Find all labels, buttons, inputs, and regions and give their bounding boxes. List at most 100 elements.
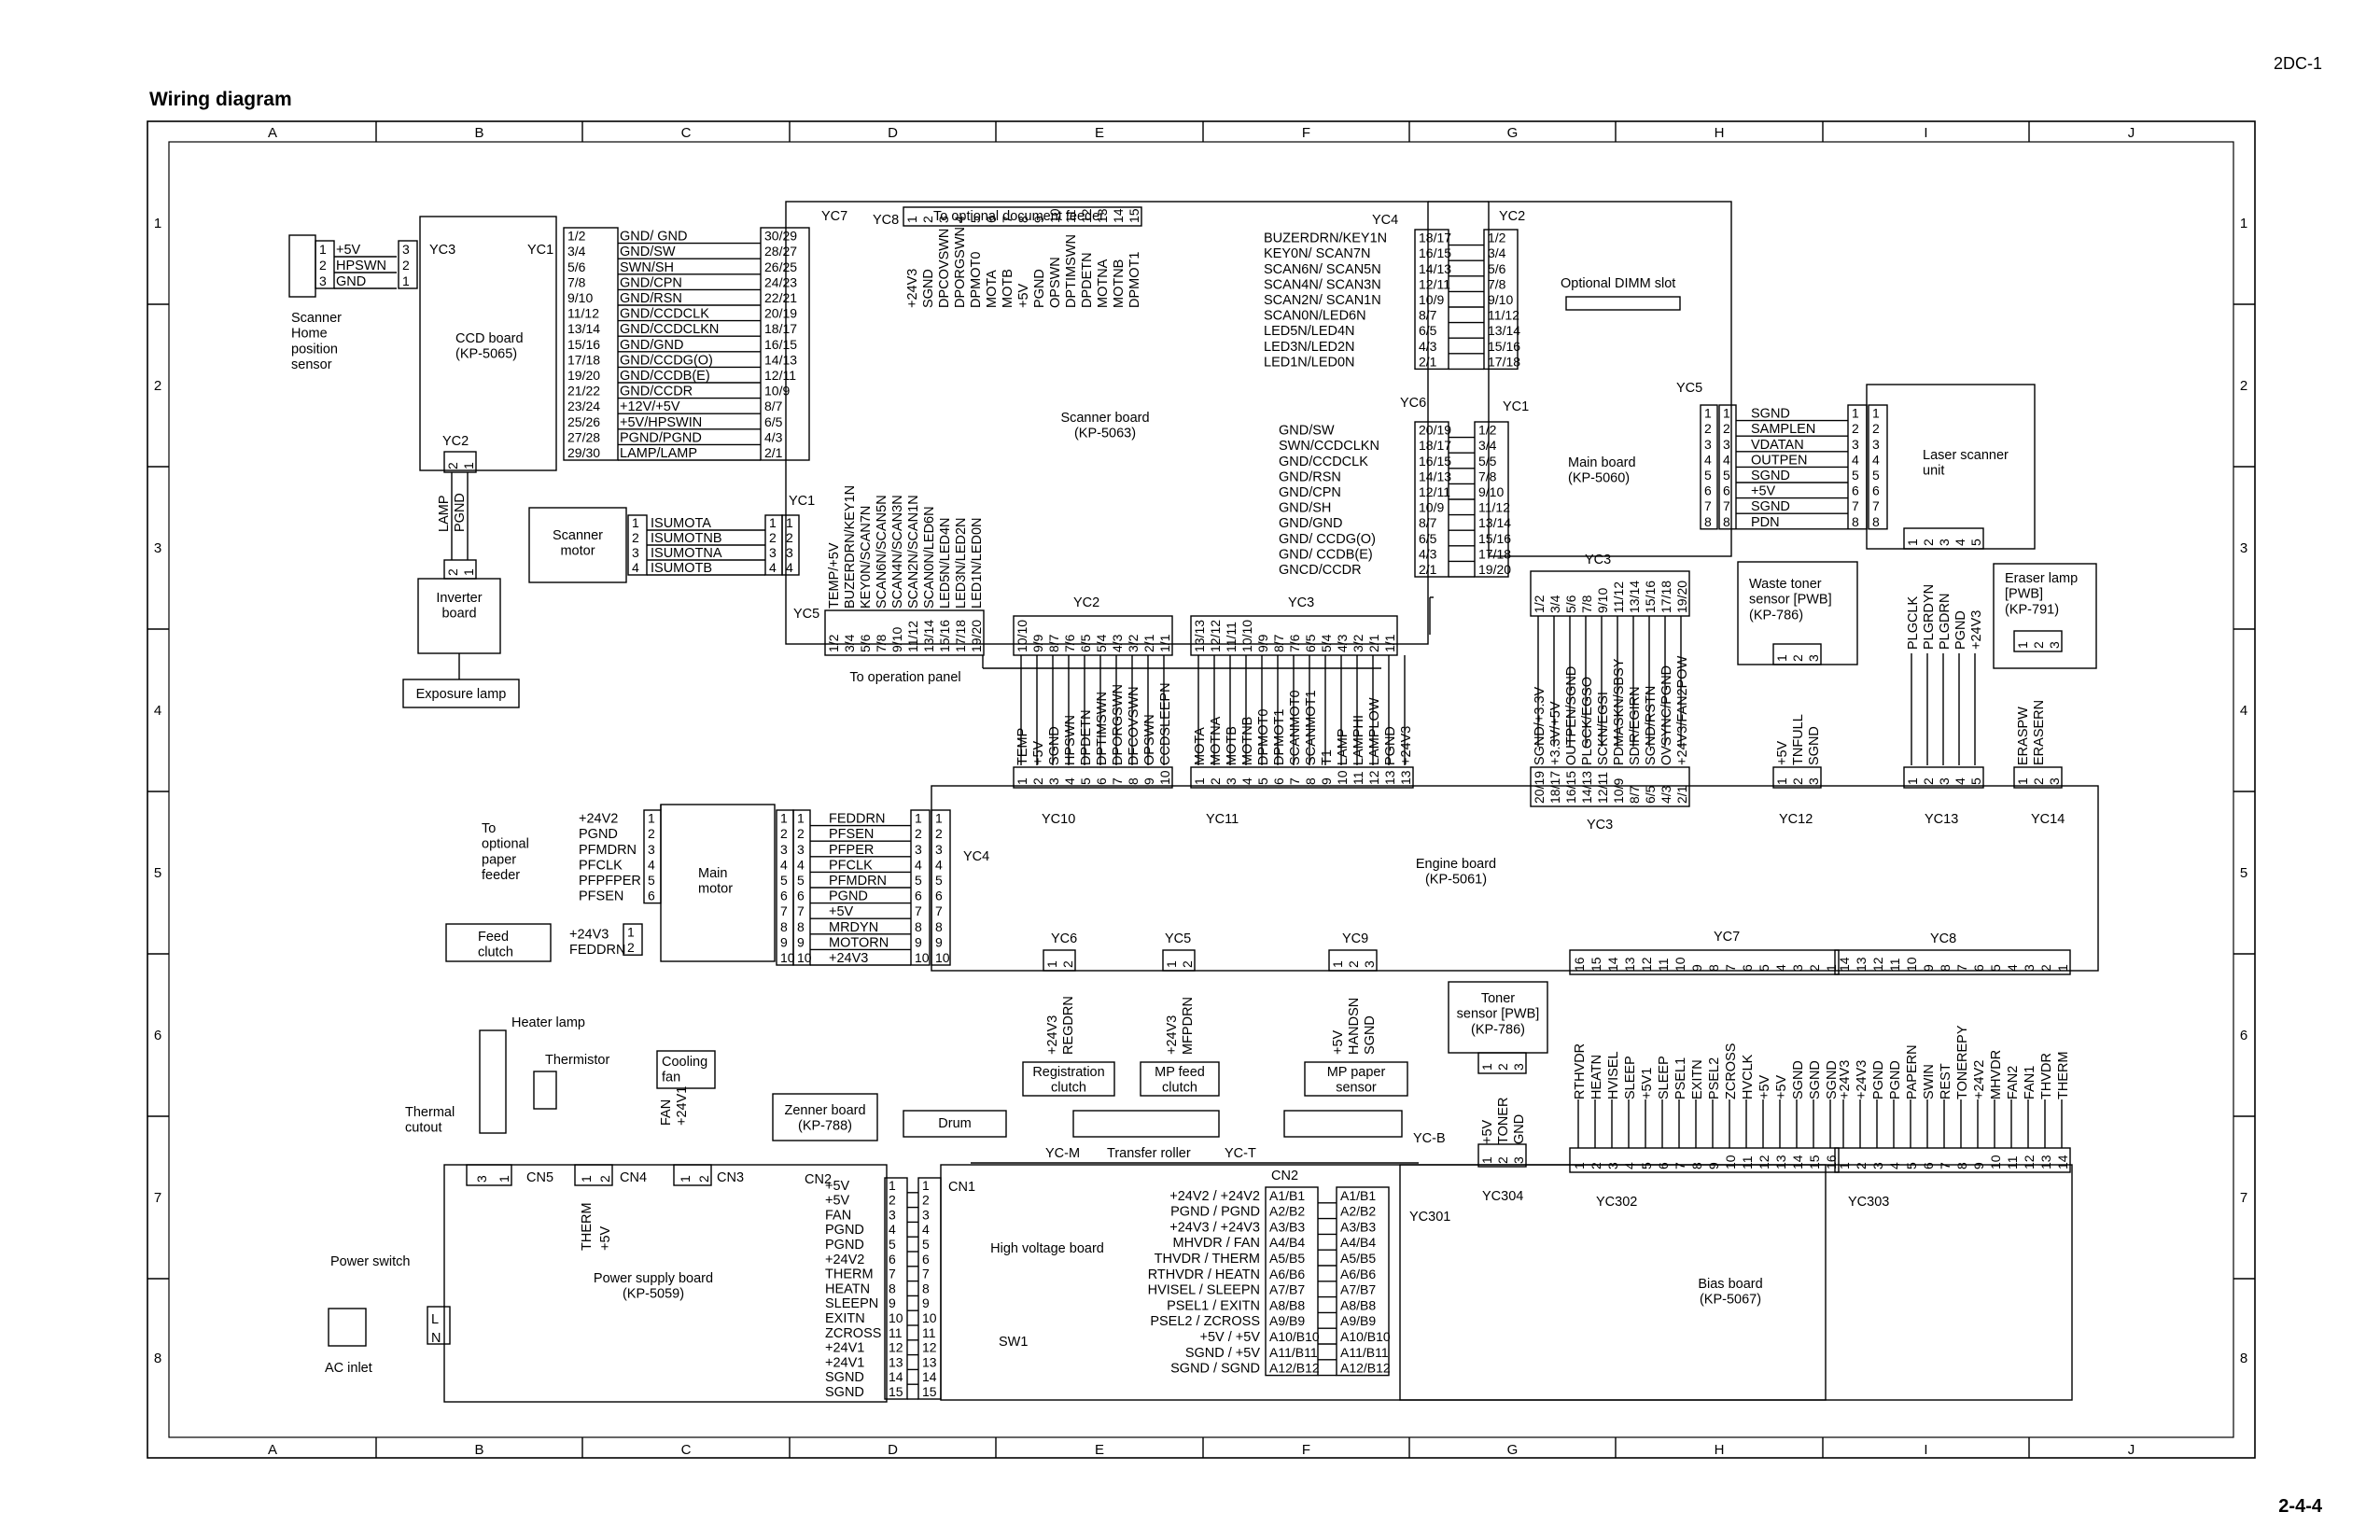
engine-yc3b-pin: 20/19	[1532, 771, 1547, 804]
main-yc2-pin: 5/6	[1488, 261, 1506, 276]
engine-yc7-signal: ZCROSS	[1724, 1043, 1739, 1099]
laser-scanner-connector-a-pin: 1	[1852, 406, 1859, 421]
main-yc1	[1474, 421, 1509, 578]
feed-clutch-connector	[623, 923, 643, 956]
ccd-signal: GND/CCDCLK	[620, 307, 709, 322]
cn5-connector-pin: 1	[497, 1175, 511, 1183]
engine-yc10-signal: TEMP	[1015, 728, 1030, 765]
ccd-signal: GND/SW	[620, 245, 676, 259]
ccd-yc1-pin: 9/10	[567, 290, 593, 305]
scanner-motor-connector-pin: 2	[632, 530, 639, 545]
hv-cn2-signal: +24V2 / +24V2	[1169, 1189, 1260, 1204]
engine-yc4-signal: PFCLK	[829, 858, 873, 873]
grid-row-label: 6	[2240, 1028, 2247, 1043]
charger-roller	[1283, 1110, 1403, 1138]
hv-cn2-signal: +5V / +5V	[1200, 1330, 1261, 1345]
engine-yc11-pin: 1	[1192, 777, 1207, 785]
cn1-connector-pin: 6	[922, 1252, 930, 1267]
feed-clutch	[445, 923, 552, 962]
laser-scanner-connector-b-pin: 1	[1872, 406, 1880, 421]
main-board-label: (KP-5060)	[1568, 471, 1630, 486]
engine-yc10-pin: 10	[1157, 770, 1172, 785]
main-yc3-pin: 19/20	[1674, 581, 1689, 613]
scanner-yc1-connector-b	[781, 514, 800, 576]
yc302-connector-pin: 8	[1689, 1162, 1704, 1169]
engine-yc11-label: YC11	[1206, 812, 1239, 827]
ccd-yc1-pin: 29/30	[567, 445, 600, 460]
main-motor-connector-b-pin: 4	[797, 857, 805, 872]
cooling-fan-signal: +24V1	[675, 1086, 690, 1126]
engine-yc10-signal: DPTIMSWN	[1095, 692, 1110, 765]
toner-sensor-connector-pin: 3	[1511, 1063, 1526, 1071]
main-yc3-pin: 9/10	[1595, 588, 1610, 613]
engine-yc8-signal: +24V3	[1855, 1060, 1869, 1099]
yc302-connector-pin: 15	[1807, 1155, 1822, 1169]
yc303-connector-pin: 7	[1938, 1162, 1953, 1169]
grid-row-label: 8	[2240, 1351, 2247, 1366]
hv-cn2-signal: RTHVDR / HEATN	[1148, 1267, 1260, 1282]
main-yc1-pin: 19/20	[1478, 562, 1511, 577]
main-motor-connector-a-pin: 8	[780, 919, 788, 934]
engine-yc11-signal: +24V3	[1399, 726, 1414, 765]
scanner-yc5-signal: SCAN0N/LED6N	[922, 506, 937, 609]
engine-yc3-pin: 12/12	[1208, 620, 1223, 652]
inverter-wire-label: LAMP	[437, 496, 452, 533]
engine-yc11-signal: SCANMOT0	[1288, 690, 1303, 765]
ccd-signal: GND/CCDB(E)	[620, 369, 710, 384]
hv-cn2-right-pin: A10/B10	[1340, 1329, 1391, 1344]
engine-yc3-pin: 5/4	[1319, 634, 1334, 652]
engine-yc4-a-pin: 7	[915, 903, 922, 918]
scanner-yc5-signal: SCAN4N/SCAN3N	[890, 495, 905, 609]
yc304-connector-pin: 3	[1511, 1156, 1526, 1164]
waste-toner-connector-pin: 3	[1806, 654, 1821, 662]
scanner-home-sensor-signal: HPSWN	[336, 259, 386, 273]
engine-yc3-pin: 3/2	[1351, 634, 1365, 652]
engine-yc3b-pin: 18/17	[1547, 771, 1562, 804]
yc304-label: YC304	[1482, 1189, 1523, 1204]
engine-yc4-signal: MOTORN	[829, 935, 889, 950]
yc301-label: YC301	[1409, 1210, 1450, 1225]
main-motor-connector-b-pin: 5	[797, 873, 805, 888]
scanner-motor-signal: ISUMOTNB	[651, 531, 722, 546]
engine-yc11-signal: MOTNB	[1240, 717, 1255, 765]
engine-yc3-signal: SDIR/EGIRN	[1628, 686, 1643, 765]
sw1-label: SW1	[999, 1335, 1028, 1350]
main-yc4-pin: 4/3	[1419, 339, 1437, 354]
feed-clutch-label: clutch	[478, 945, 513, 960]
toner-sensor-signal: TONER	[1496, 1098, 1511, 1145]
ccd-yc1-pin: 7/8	[567, 274, 586, 289]
bias-board-label: (KP-5067)	[1700, 1293, 1761, 1308]
main-yc5-b-pin: 6	[1723, 483, 1730, 498]
engine-yc7-signal: +5V	[1757, 1074, 1772, 1099]
laser-scanner-connector-b-pin: 8	[1872, 514, 1880, 529]
scanner-yc7-pin: 16/15	[764, 337, 797, 352]
cn1-connector-pin: 4	[922, 1222, 930, 1237]
laser-scanner-connector-b	[1868, 404, 1888, 530]
cn2-connector-pin: 1	[889, 1178, 896, 1193]
paper-feeder-connector-pin: 2	[648, 826, 655, 841]
cooling-fan-signal: FAN	[659, 1099, 674, 1126]
main-yc1-pin: 5/5	[1478, 454, 1497, 469]
yc-b-label: YC-B	[1413, 1131, 1446, 1146]
main-board-label: Main board	[1568, 455, 1636, 470]
main-yc6-pin: 18/17	[1419, 438, 1451, 453]
grid-column-label: C	[681, 1442, 692, 1458]
engine-yc5-signal: +24V3	[1165, 1015, 1180, 1055]
yc302-connector-pin: 9	[1706, 1162, 1721, 1169]
outer-frame	[147, 120, 2256, 1459]
toner-sensor-label: Toner	[1481, 991, 1515, 1006]
high-voltage-label: High voltage board	[990, 1241, 1104, 1256]
grid-column-label: H	[1715, 1442, 1725, 1458]
mp-feed-clutch-label: MP feed	[1155, 1065, 1205, 1080]
engine-yc8-signal: PGND	[1871, 1060, 1886, 1099]
bias-board-label: Bias board	[1698, 1277, 1762, 1292]
feed-clutch-signal: +24V3	[569, 928, 609, 943]
engine-yc10-pin: 2	[1030, 777, 1045, 785]
grid-column-label: F	[1302, 1442, 1310, 1458]
grid-column-label: F	[1302, 125, 1310, 141]
scanner-yc8-pin: 3	[936, 216, 951, 223]
engine-yc8-pin: 14	[1837, 957, 1852, 972]
hv-cn2-left-pin: A11/B11	[1269, 1345, 1318, 1360]
engine-yc10-signal: OPSWN	[1142, 714, 1157, 765]
grid-column-label: E	[1095, 125, 1104, 141]
